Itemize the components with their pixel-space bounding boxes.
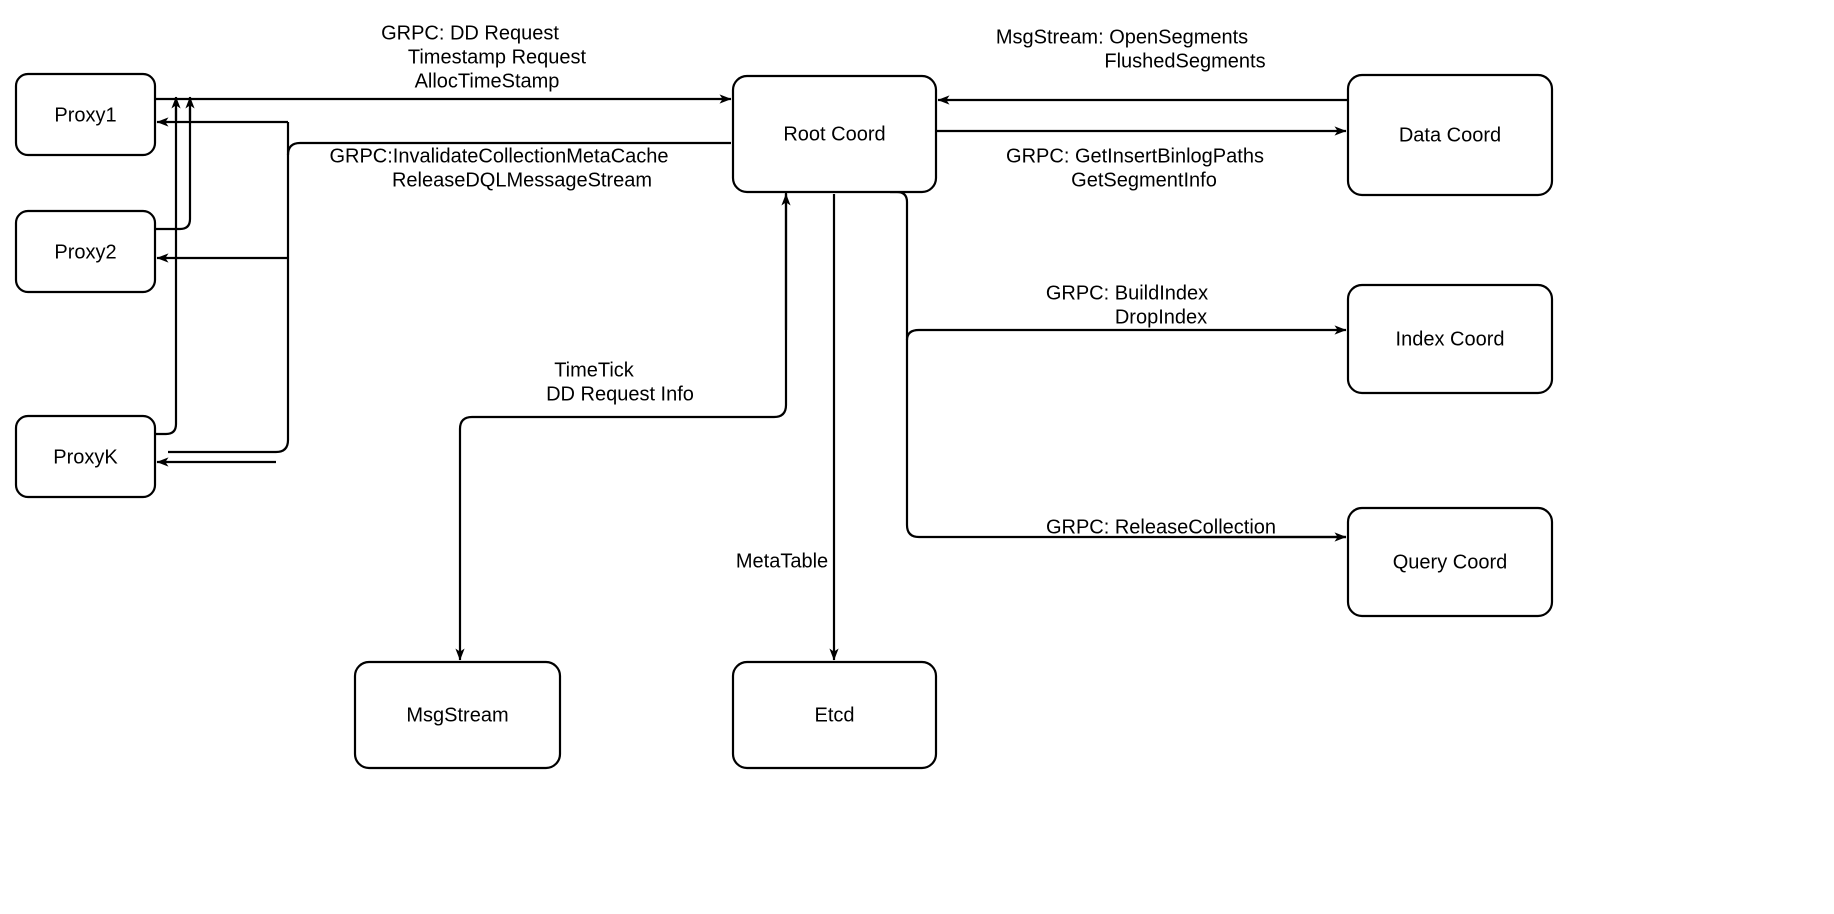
edge-proxyk-to-rootcoord xyxy=(155,108,178,436)
node-msgstream[interactable]: MsgStream xyxy=(353,660,562,770)
node-datacoord-label: Data Coord xyxy=(1399,124,1501,146)
node-proxy1-label: Proxy1 xyxy=(54,104,116,126)
edge-label-datacoord-to-root: MsgStream: OpenSegments FlushedSegments xyxy=(996,26,1266,72)
edge-label-proxy-to-root-line-2: Timestamp Request xyxy=(408,46,587,68)
node-querycoord[interactable]: Query Coord xyxy=(1346,506,1554,618)
node-proxyk-box[interactable] xyxy=(14,414,157,499)
node-msgstream-label: MsgStream xyxy=(406,704,508,726)
edge-label-datacoord-to-root-line-1: MsgStream: OpenSegments xyxy=(996,26,1248,48)
edge-label-root-to-etcd: MetaTable xyxy=(736,550,828,572)
node-rootcoord-box[interactable] xyxy=(731,74,938,194)
edge-label-root-to-proxy-line-2: ReleaseDQLMessageStream xyxy=(392,169,652,191)
edge-label-proxy-to-root-line-1: GRPC: DD Request xyxy=(381,22,559,44)
edge-rootcoord-to-indexcoord xyxy=(905,325,1347,341)
edge-label-root-to-proxy-line-1: GRPC:InvalidateCollectionMetaCache xyxy=(329,145,668,167)
edge-label-root-to-indexcoord: GRPC: BuildIndex DropIndex xyxy=(1046,282,1208,328)
node-datacoord-box[interactable] xyxy=(1346,73,1554,197)
edge-label-proxy-to-root-line-3: AllocTimeStamp xyxy=(415,70,560,92)
edge-label-root-to-proxy: GRPC:InvalidateCollectionMetaCache Relea… xyxy=(329,145,668,191)
edge-label-root-to-querycoord-line-1: GRPC: ReleaseCollection xyxy=(1046,516,1276,538)
node-querycoord-label: Query Coord xyxy=(1393,551,1508,573)
node-proxy1[interactable]: Proxy1 xyxy=(14,72,157,157)
node-indexcoord-box[interactable] xyxy=(1346,283,1554,395)
node-indexcoord-label: Index Coord xyxy=(1396,328,1505,350)
node-proxy2-box[interactable] xyxy=(14,209,157,294)
edge-rootcoord-to-msgstream xyxy=(455,192,788,661)
edge-labels-layer: GRPC: DD Request Timestamp Request Alloc… xyxy=(329,22,1276,572)
edge-label-proxy-to-root: GRPC: DD Request Timestamp Request Alloc… xyxy=(381,22,586,92)
node-indexcoord[interactable]: Index Coord xyxy=(1346,283,1554,395)
node-etcd-box[interactable] xyxy=(731,660,938,770)
edge-label-root-to-msgstream-line-1: TimeTick xyxy=(554,359,635,381)
node-rootcoord-label: Root Coord xyxy=(783,123,885,145)
edge-label-root-to-indexcoord-line-2: DropIndex xyxy=(1115,306,1207,328)
node-proxyk[interactable]: ProxyK xyxy=(14,414,157,499)
edge-label-root-to-etcd-line-1: MetaTable xyxy=(736,550,828,572)
edges-layer xyxy=(155,94,1348,661)
node-proxy2[interactable]: Proxy2 xyxy=(14,209,157,294)
edge-label-root-to-querycoord: GRPC: ReleaseCollection xyxy=(1046,516,1276,538)
edge-label-root-to-indexcoord-line-1: GRPC: BuildIndex xyxy=(1046,282,1208,304)
node-proxy2-label: Proxy2 xyxy=(54,241,116,263)
edge-rootcoord-to-proxy-trunk xyxy=(168,141,731,454)
edge-label-root-to-datacoord-line-2: GetSegmentInfo xyxy=(1071,169,1217,191)
nodes-layer: Proxy1 Proxy2 ProxyK Root Coord Data Coo… xyxy=(14,72,1554,770)
edge-label-root-to-datacoord-line-1: GRPC: GetInsertBinlogPaths xyxy=(1006,145,1264,167)
edge-label-root-to-msgstream: TimeTick DD Request Info xyxy=(546,359,694,405)
node-proxyk-label: ProxyK xyxy=(53,446,118,468)
edge-label-root-to-msgstream-line-2: DD Request Info xyxy=(546,383,694,405)
node-proxy1-box[interactable] xyxy=(14,72,157,157)
edge-label-datacoord-to-root-line-2: FlushedSegments xyxy=(1104,50,1265,72)
node-etcd-label: Etcd xyxy=(814,704,854,726)
node-rootcoord[interactable]: Root Coord xyxy=(731,74,938,194)
edge-label-root-to-datacoord: GRPC: GetInsertBinlogPaths GetSegmentInf… xyxy=(1006,145,1264,191)
node-etcd[interactable]: Etcd xyxy=(731,660,938,770)
edge-proxy2-to-rootcoord xyxy=(155,108,192,231)
edge-rootcoord-right-trunk xyxy=(890,190,1346,539)
node-msgstream-box[interactable] xyxy=(353,660,562,770)
node-querycoord-box[interactable] xyxy=(1346,506,1554,618)
node-datacoord[interactable]: Data Coord xyxy=(1346,73,1554,197)
